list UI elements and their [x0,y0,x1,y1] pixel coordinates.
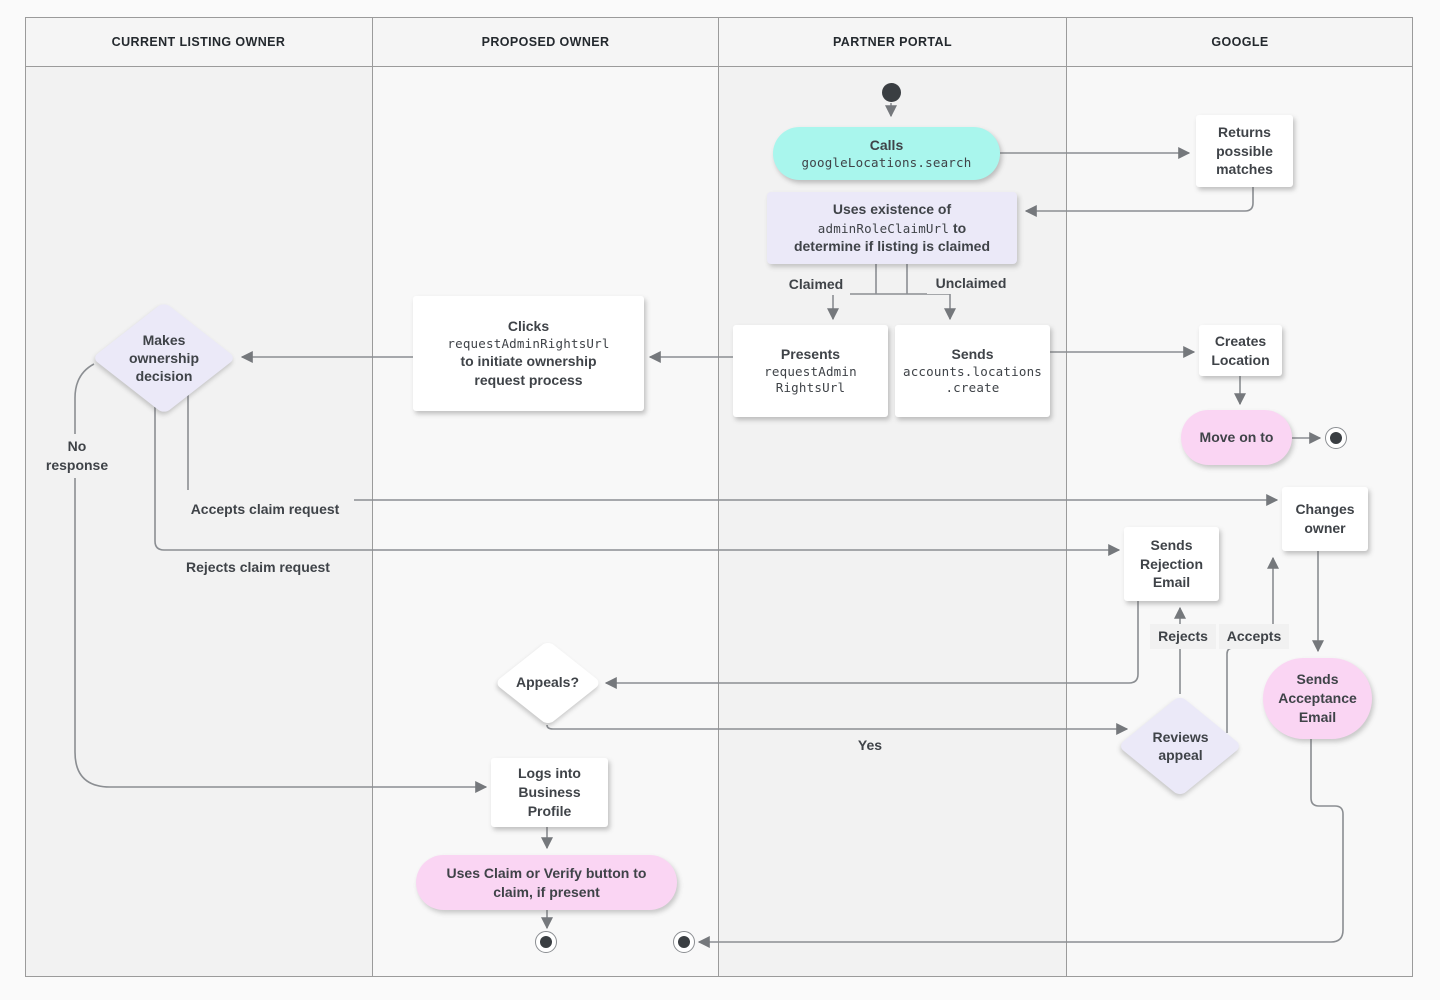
edge-label-text: Rejects [1158,628,1208,645]
node-label: Changes owner [1295,501,1355,536]
lane-title: GOOGLE [1211,34,1269,49]
lane-header-current-listing-owner: CURRENT LISTING OWNER [25,17,373,67]
edge-label-rejects: Rejects [1150,624,1216,649]
node-code: .create [945,380,1000,396]
node-code: requestAdminRightsUrl [447,335,610,351]
node-text: determine if listing is claimed [793,238,991,255]
node-sends-rejection-email: Sends Rejection Email [1124,527,1219,601]
node-creates-location: Creates Location [1199,325,1282,376]
end-node-dot [678,936,690,948]
node-code: googleLocations.search [801,154,972,170]
node-label: Sends Acceptance Email [1278,671,1357,725]
end-node-owner-change [673,931,695,953]
lane-title: CURRENT LISTING OWNER [111,34,286,49]
lane-title: PROPOSED OWNER [481,34,610,49]
edge-label-accepts: Accepts [1219,624,1289,649]
edge-label-claimed: Claimed [782,273,850,295]
node-label: Appeals? [515,674,579,691]
node-code: requestAdmin [764,363,857,379]
node-title: Calls [869,136,904,153]
edge-label-accepts-claim-request: Accepts claim request [176,490,354,528]
end-node-dot [540,936,552,948]
node-text: to initiate ownership request process [460,353,597,389]
edge-label-unclaimed: Unclaimed [927,272,1015,294]
edge-label-text: Accepts claim request [190,500,340,517]
end-node-create [1325,427,1347,449]
edge-label-text: Claimed [788,275,844,292]
lane-header-proposed-owner: PROPOSED OWNER [373,17,719,67]
node-text: Uses existence of [832,200,952,217]
lane-header-google: GOOGLE [1067,17,1413,67]
node-text: to [953,219,967,236]
node-makes-ownership-decision: Makes ownership decision [91,301,237,415]
edge-label-text: No response [45,438,109,473]
node-title: Sends [951,345,994,362]
node-sends-acceptance-email: Sends Acceptance Email [1263,658,1372,739]
lane-title: PARTNER PORTAL [832,34,953,49]
node-label: Creates Location [1211,332,1270,368]
node-uses-existence: Uses existence of adminRoleClaimUrl to d… [767,192,1017,264]
node-code: RightsUrl [775,380,846,396]
node-text-line: adminRoleClaimUrl to [818,219,966,238]
node-uses-claim-or-verify: Uses Claim or Verify button to claim, if… [416,855,677,910]
node-clicks-requestadminrightsurl: Clicks requestAdminRightsUrl to initiate… [413,296,644,411]
edge-label-yes: Yes [846,732,894,758]
node-sends-accounts-locations-create: Sends accounts.locations .create [895,325,1050,417]
edge-label-rejects-claim-request: Rejects claim request [173,554,343,580]
start-node [882,83,901,102]
edge-label-text: Unclaimed [935,274,1007,291]
node-reviews-appeal-decision: Reviews appeal [1117,695,1243,797]
lane-header-partner-portal: PARTNER PORTAL [719,17,1067,67]
node-label: Reviews appeal [1152,728,1209,763]
node-label: Move on to [1199,429,1274,446]
node-appeals-decision: Appeals? [493,639,602,726]
edge-label-no-response: No response [42,434,112,478]
node-label: Makes ownership decision [128,331,199,385]
node-changes-owner: Changes owner [1282,487,1368,551]
node-label: Uses Claim or Verify button to claim, if… [446,864,647,900]
node-label: Returns possible matches [1216,123,1273,178]
node-presents-requestadminrightsurl: Presents requestAdmin RightsUrl [733,325,888,417]
node-code: accounts.locations [902,363,1043,379]
edge-label-text: Accepts [1226,628,1282,645]
node-label: Sends Rejection Email [1139,536,1203,591]
node-calls-googlelocations-search: Calls googleLocations.search [773,127,1000,180]
node-move-on-to: Move on to [1181,410,1292,465]
node-code: adminRoleClaimUrl [817,220,950,236]
node-returns-possible-matches: Returns possible matches [1196,115,1293,187]
node-logs-into-business-profile: Logs into Business Profile [491,758,608,827]
edge-label-text: Yes [857,736,883,753]
node-title: Clicks [507,317,550,334]
end-node-dot [1330,432,1342,444]
edge-label-text: Rejects claim request [186,558,330,575]
end-node-claim [535,931,557,953]
node-label: Logs into Business Profile [518,765,581,819]
node-title: Presents [780,345,841,362]
